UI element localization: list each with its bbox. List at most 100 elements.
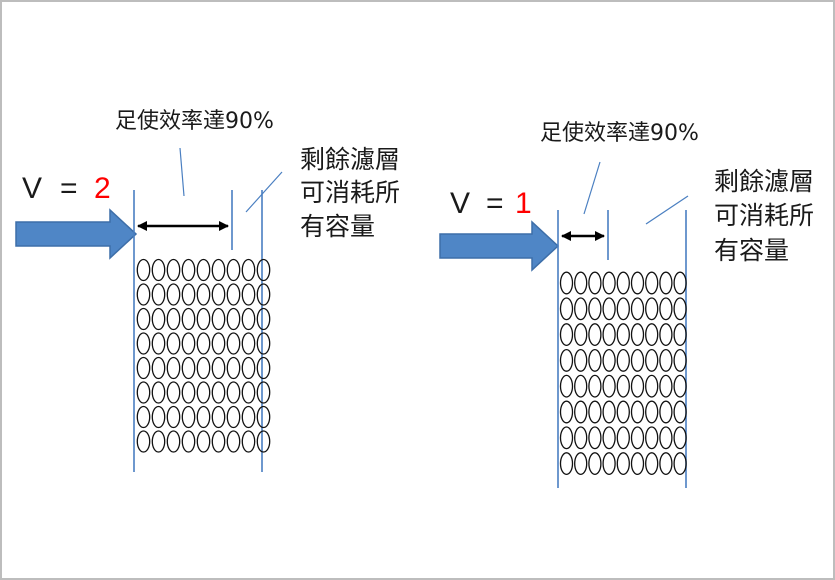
filter-bead [645, 271, 659, 295]
filter-bead [602, 271, 616, 295]
filter-bead [645, 400, 659, 424]
filter-bead [673, 426, 687, 450]
filter-bead [645, 323, 659, 347]
velocity-equals: = [60, 172, 78, 205]
filter-bead [559, 426, 574, 450]
velocity-equals: = [486, 187, 504, 220]
filter-bead [588, 374, 602, 398]
filter-bead [559, 323, 574, 347]
filter-bead [574, 297, 588, 321]
filter-bead [616, 400, 630, 424]
filter-bead [588, 400, 602, 424]
filter-bead [256, 356, 271, 380]
filter-bead [616, 452, 630, 476]
flow-arrow-icon [439, 220, 560, 272]
filter-bead [602, 348, 616, 372]
panel-right: V = 1 足使效率達90% 剩餘濾層 可消耗所 有容量 [439, 121, 814, 488]
remaining-label-line1: 剩餘濾層 [300, 145, 400, 174]
filter-bead [181, 283, 196, 306]
filter-bead [602, 323, 616, 347]
filter-bead [574, 348, 588, 372]
filter-bead [136, 258, 151, 282]
filter-bead [241, 405, 256, 429]
remaining-label-line1: 剩餘濾層 [714, 167, 814, 196]
filter-bead [241, 356, 256, 380]
filter-bead [166, 381, 181, 404]
filter-bead [181, 258, 196, 282]
filter-bead [256, 258, 271, 282]
filter-bead [602, 426, 616, 450]
filter-bead [211, 283, 226, 306]
filter-bead [630, 271, 645, 295]
filter-bead [574, 323, 588, 347]
filter-bead [256, 405, 271, 429]
remaining-label-line3: 有容量 [300, 212, 375, 241]
filter-bead [241, 258, 256, 282]
filter-bead [630, 297, 645, 321]
filter-bead [659, 426, 673, 450]
filter-bead [196, 430, 211, 453]
filter-bead [673, 297, 687, 321]
filter-bead [602, 400, 616, 424]
filter-bead [630, 452, 645, 476]
filter-bead [659, 452, 673, 476]
filter-bead [166, 430, 181, 453]
filter-bead [645, 426, 659, 450]
filter-bead [659, 323, 673, 347]
filter-bead [196, 381, 211, 404]
filter-bead [616, 297, 630, 321]
filter-bead [226, 283, 241, 306]
remaining-label-line2: 可消耗所 [714, 201, 814, 230]
filter-bead [616, 271, 630, 295]
filter-bead [226, 258, 241, 282]
filter-bead [196, 258, 211, 282]
filter-bead [211, 405, 226, 429]
filter-bead [588, 323, 602, 347]
filter-bead [588, 297, 602, 321]
filter-bead [673, 348, 687, 372]
filter-bead [196, 356, 211, 380]
filter-bead [673, 374, 687, 398]
filter-bead [181, 356, 196, 380]
filter-bead [588, 452, 602, 476]
filter-bead [136, 307, 151, 331]
filter-bead [256, 381, 271, 404]
filter-bead [559, 297, 574, 321]
filter-bead [151, 258, 166, 282]
filter-bead [588, 271, 602, 295]
filter-bead [136, 283, 151, 306]
filter-bead [645, 374, 659, 398]
velocity-value: 2 [94, 172, 111, 205]
filter-bead [616, 374, 630, 398]
filter-bead [151, 430, 166, 453]
panel-left: V = 2 足使效率達90% 剩餘濾層 可消耗所 有容量 [15, 109, 400, 472]
filter-bead [673, 271, 687, 295]
filter-bead [151, 405, 166, 429]
filter-bead [241, 307, 256, 331]
filter-bead [196, 283, 211, 306]
filter-bead [151, 307, 166, 331]
filter-bead [659, 374, 673, 398]
filter-bead [630, 348, 645, 372]
filter-bead [256, 307, 271, 331]
filter-bead [616, 426, 630, 450]
filter-bead [256, 430, 271, 453]
filter-bead [659, 271, 673, 295]
filter-bead [574, 400, 588, 424]
filter-bead [136, 356, 151, 380]
filter-bead [673, 400, 687, 424]
filter-bead [256, 283, 271, 306]
filter-bead [166, 332, 181, 355]
filter-bead [602, 297, 616, 321]
filter-bead [630, 426, 645, 450]
filter-bead [151, 283, 166, 306]
filter-bead [574, 374, 588, 398]
filter-bead [211, 332, 226, 355]
filter-bead [588, 348, 602, 372]
filter-bead [673, 452, 687, 476]
filter-bead [211, 307, 226, 331]
filter-bead [630, 400, 645, 424]
filter-bead [226, 430, 241, 453]
filter-bead [136, 332, 151, 355]
filter-bead [256, 332, 271, 355]
